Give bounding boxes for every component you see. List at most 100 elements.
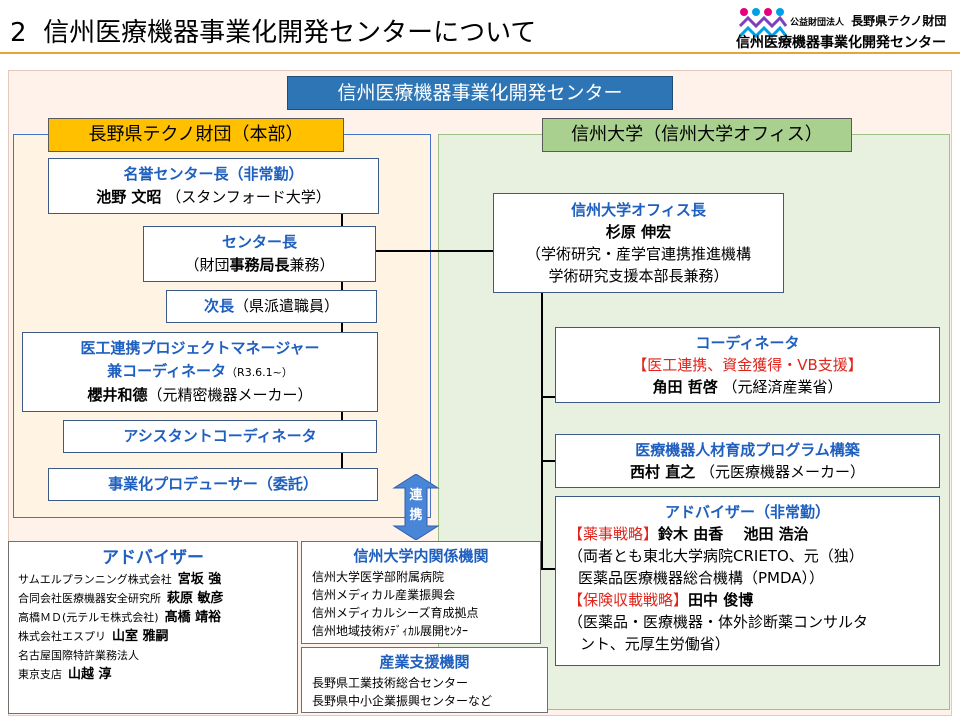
link-label-2: 携 [409, 508, 423, 523]
advisor-entry-org: 東京支店 [18, 668, 62, 681]
office-head-role: 信州大学オフィス長 [571, 201, 706, 219]
office-head-note1: （学術研究・産学官連携推進機構 [525, 245, 751, 263]
univ-related-item: 信州地域技術ﾒﾃﾞｨｶﾙ展開ｾﾝﾀｰ [312, 624, 469, 638]
industry-support-title: 産業支援機関 [379, 653, 470, 671]
left-header: 長野県テクノ財団（本部） [48, 118, 344, 152]
hr-program-role: 医療機器人材育成プログラム構築 [635, 441, 860, 459]
advisor-right-note1-line1: （両者とも東北大学病院CRIETO、元（独） [568, 547, 864, 565]
advisor-right-note2-line1: （医薬品・医療機器・体外診断薬コンサルタ [568, 613, 869, 631]
page-title: 2 信州医療機器事業化開発センターについて [10, 12, 536, 49]
industry-support-item: 長野県中小企業振興センターなど [312, 694, 493, 708]
logo: 公益財団法人 長野県テクノ財団 信州医療機器事業化開発センター [734, 4, 956, 54]
honorary-name: 池野 文昭 [96, 188, 162, 206]
main-title-bar: 信州医療機器事業化開発センター [287, 76, 673, 110]
advisor-right-role: アドバイザー（非常勤） [664, 503, 830, 521]
honorary-director-box: 名誉センター長（非常勤） 池野 文昭 （スタンフォード大学） [48, 158, 379, 214]
advisor-left-list: サムエルプランニング株式会社宮坂 強合同会社医療機器安全研究所萩原 敏彦高橋ＭＤ… [18, 570, 297, 684]
director-note-bold: 事務局長 [229, 256, 290, 274]
industry-support-list: 長野県工業技術総合センター長野県中小企業振興センターなど [312, 674, 547, 710]
advisor-right-name2: 田中 俊博 [688, 591, 754, 609]
logo-people-icon [738, 8, 788, 39]
coordinator-name: 角田 哲啓 [652, 378, 718, 396]
deputy-role: 次長 [203, 297, 234, 315]
pm-role-line1: 医工連携プロジェクトマネージャー [80, 339, 320, 357]
deputy-note: （県派遣職員） [234, 297, 340, 315]
branch-hr [541, 460, 555, 462]
univ-related-list: 信州大学医学部附属病院信州メディカル産業振興会信州メディカルシーズ育成拠点信州地… [312, 568, 540, 640]
director-note-suffix: 兼務） [289, 256, 335, 274]
advisor-entry-org: 株式会社エスプリ [18, 630, 106, 643]
advisor-entry-org: 合同会社医療機器安全研究所 [18, 592, 161, 605]
page-number: 2 [10, 18, 27, 48]
logo-org-type: 公益財団法人 [790, 18, 845, 28]
double-arrow-icon [392, 474, 440, 540]
director-office-link [376, 250, 493, 252]
advisor-entry: 名古屋国際特許業務法人 [18, 646, 297, 665]
advisor-entry-org: 高橋ＭＤ(元テルモ株式会社) [18, 611, 159, 624]
advisor-left-box: アドバイザー サムエルプランニング株式会社宮坂 強合同会社医療機器安全研究所萩原… [8, 541, 298, 714]
link-arrow: 連 携 [392, 474, 440, 540]
left-header-label: 長野県テクノ財団（本部） [88, 124, 304, 145]
advisor-entry: 東京支店山越 淳 [18, 665, 297, 684]
pm-box: 医工連携プロジェクトマネージャー 兼コーディネータ（R3.6.1~） 櫻井和德（… [22, 332, 378, 412]
univ-related-item: 信州メディカル産業振興会 [312, 588, 456, 602]
right-spine-line [541, 292, 543, 570]
advisor-right-note2-line2: ント、元厚生労働省） [580, 635, 730, 653]
advisor-entry-name: 髙橋 靖裕 [164, 610, 222, 625]
advisor-right-tag1: 【薬事戦略】 [568, 525, 659, 543]
link-label-1: 連 [409, 488, 423, 503]
coordinator-box: コーディネータ 【医工連携、資金獲得・VB支援】 角田 哲啓 （元経済産業省） [555, 327, 940, 403]
pm-role-line2: 兼コーディネータ [107, 362, 227, 380]
office-head-name: 杉原 伸宏 [605, 223, 672, 241]
univ-related-item: 信州大学医学部附属病院 [312, 570, 445, 584]
advisor-entry: 高橋ＭＤ(元テルモ株式会社) 髙橋 靖裕 [18, 608, 297, 627]
advisor-entry-name: 山越 淳 [68, 667, 112, 682]
advisor-right-names1: 鈴木 由香 池田 浩治 [658, 525, 809, 543]
pm-name: 櫻井和德 [87, 386, 148, 404]
pm-affiliation: （元精密機器メーカー） [147, 386, 313, 404]
page-header: 2 信州医療機器事業化開発センターについて 公益財団法人 長野県テクノ財団 信州… [0, 0, 960, 62]
industry-support-box: 産業支援機関 長野県工業技術総合センター長野県中小企業振興センターなど [301, 647, 548, 713]
office-head-box: 信州大学オフィス長 杉原 伸宏 （学術研究・産学官連携推進機構 学術研究支援本部… [493, 193, 784, 293]
hr-program-name: 西村 直之 [629, 463, 696, 481]
director-role: センター長 [221, 233, 297, 251]
advisor-entry-org: サムエルプランニング株式会社 [18, 573, 172, 586]
coordinator-focus: 【医工連携、資金獲得・VB支援】 [632, 356, 863, 374]
coordinator-affiliation: （元経済産業省） [722, 378, 843, 396]
page-title-text: 信州医療機器事業化開発センターについて [43, 18, 537, 48]
header-divider [0, 52, 960, 54]
hr-program-box: 医療機器人材育成プログラム構築 西村 直之 （元医療機器メーカー） [555, 434, 940, 488]
advisor-right-tag2: 【保険収載戦略】 [568, 591, 689, 609]
univ-related-item: 信州メディカルシーズ育成拠点 [312, 606, 479, 620]
advisor-left-title: アドバイザー [102, 548, 204, 568]
univ-related-title: 信州大学内関係機関 [353, 547, 489, 565]
honorary-affiliation: （スタンフォード大学） [166, 188, 331, 206]
deputy-box: 次長（県派遣職員） [166, 290, 377, 323]
right-header: 信州大学（信州大学オフィス） [542, 118, 852, 152]
office-head-note2: 学術研究支援本部長兼務） [548, 267, 729, 285]
producer-role: 事業化プロデューサー（委託） [108, 475, 318, 493]
honorary-role: 名誉センター長（非常勤） [123, 165, 304, 183]
coordinator-role: コーディネータ [695, 334, 800, 352]
assistant-box: アシスタントコーディネータ [63, 420, 377, 453]
branch-advisor [541, 568, 555, 570]
advisor-entry-name: 宮坂 強 [177, 572, 222, 587]
advisor-entry-name: 山室 雅嗣 [112, 629, 169, 644]
advisor-entry: サムエルプランニング株式会社宮坂 強 [18, 570, 297, 589]
logo-center-name: 信州医療機器事業化開発センター [736, 35, 946, 51]
advisor-entry-org: 名古屋国際特許業務法人 [18, 649, 139, 662]
advisor-entry: 合同会社医療機器安全研究所萩原 敏彦 [18, 589, 297, 608]
right-header-label: 信州大学（信州大学オフィス） [571, 124, 823, 145]
advisor-right-box: アドバイザー（非常勤） 【薬事戦略】鈴木 由香 池田 浩治 （両者とも東北大学病… [555, 496, 940, 666]
director-box: センター長 （財団事務局長兼務） [143, 226, 376, 282]
main-title: 信州医療機器事業化開発センター [337, 82, 623, 104]
advisor-entry: 株式会社エスプリ山室 雅嗣 [18, 627, 297, 646]
logo-org-name: 長野県テクノ財団 [851, 14, 947, 28]
industry-support-item: 長野県工業技術総合センター [312, 676, 469, 690]
hr-program-affiliation: （元医療機器メーカー） [700, 463, 866, 481]
producer-box: 事業化プロデューサー（委託） [48, 468, 378, 501]
univ-related-box: 信州大学内関係機関 信州大学医学部附属病院信州メディカル産業振興会信州メディカル… [301, 541, 541, 644]
branch-coordinator [541, 396, 555, 398]
director-note-prefix: （財団 [184, 256, 230, 274]
advisor-right-note1-line2: 医薬品医療機器総合機構（PMDA）） [578, 569, 825, 587]
